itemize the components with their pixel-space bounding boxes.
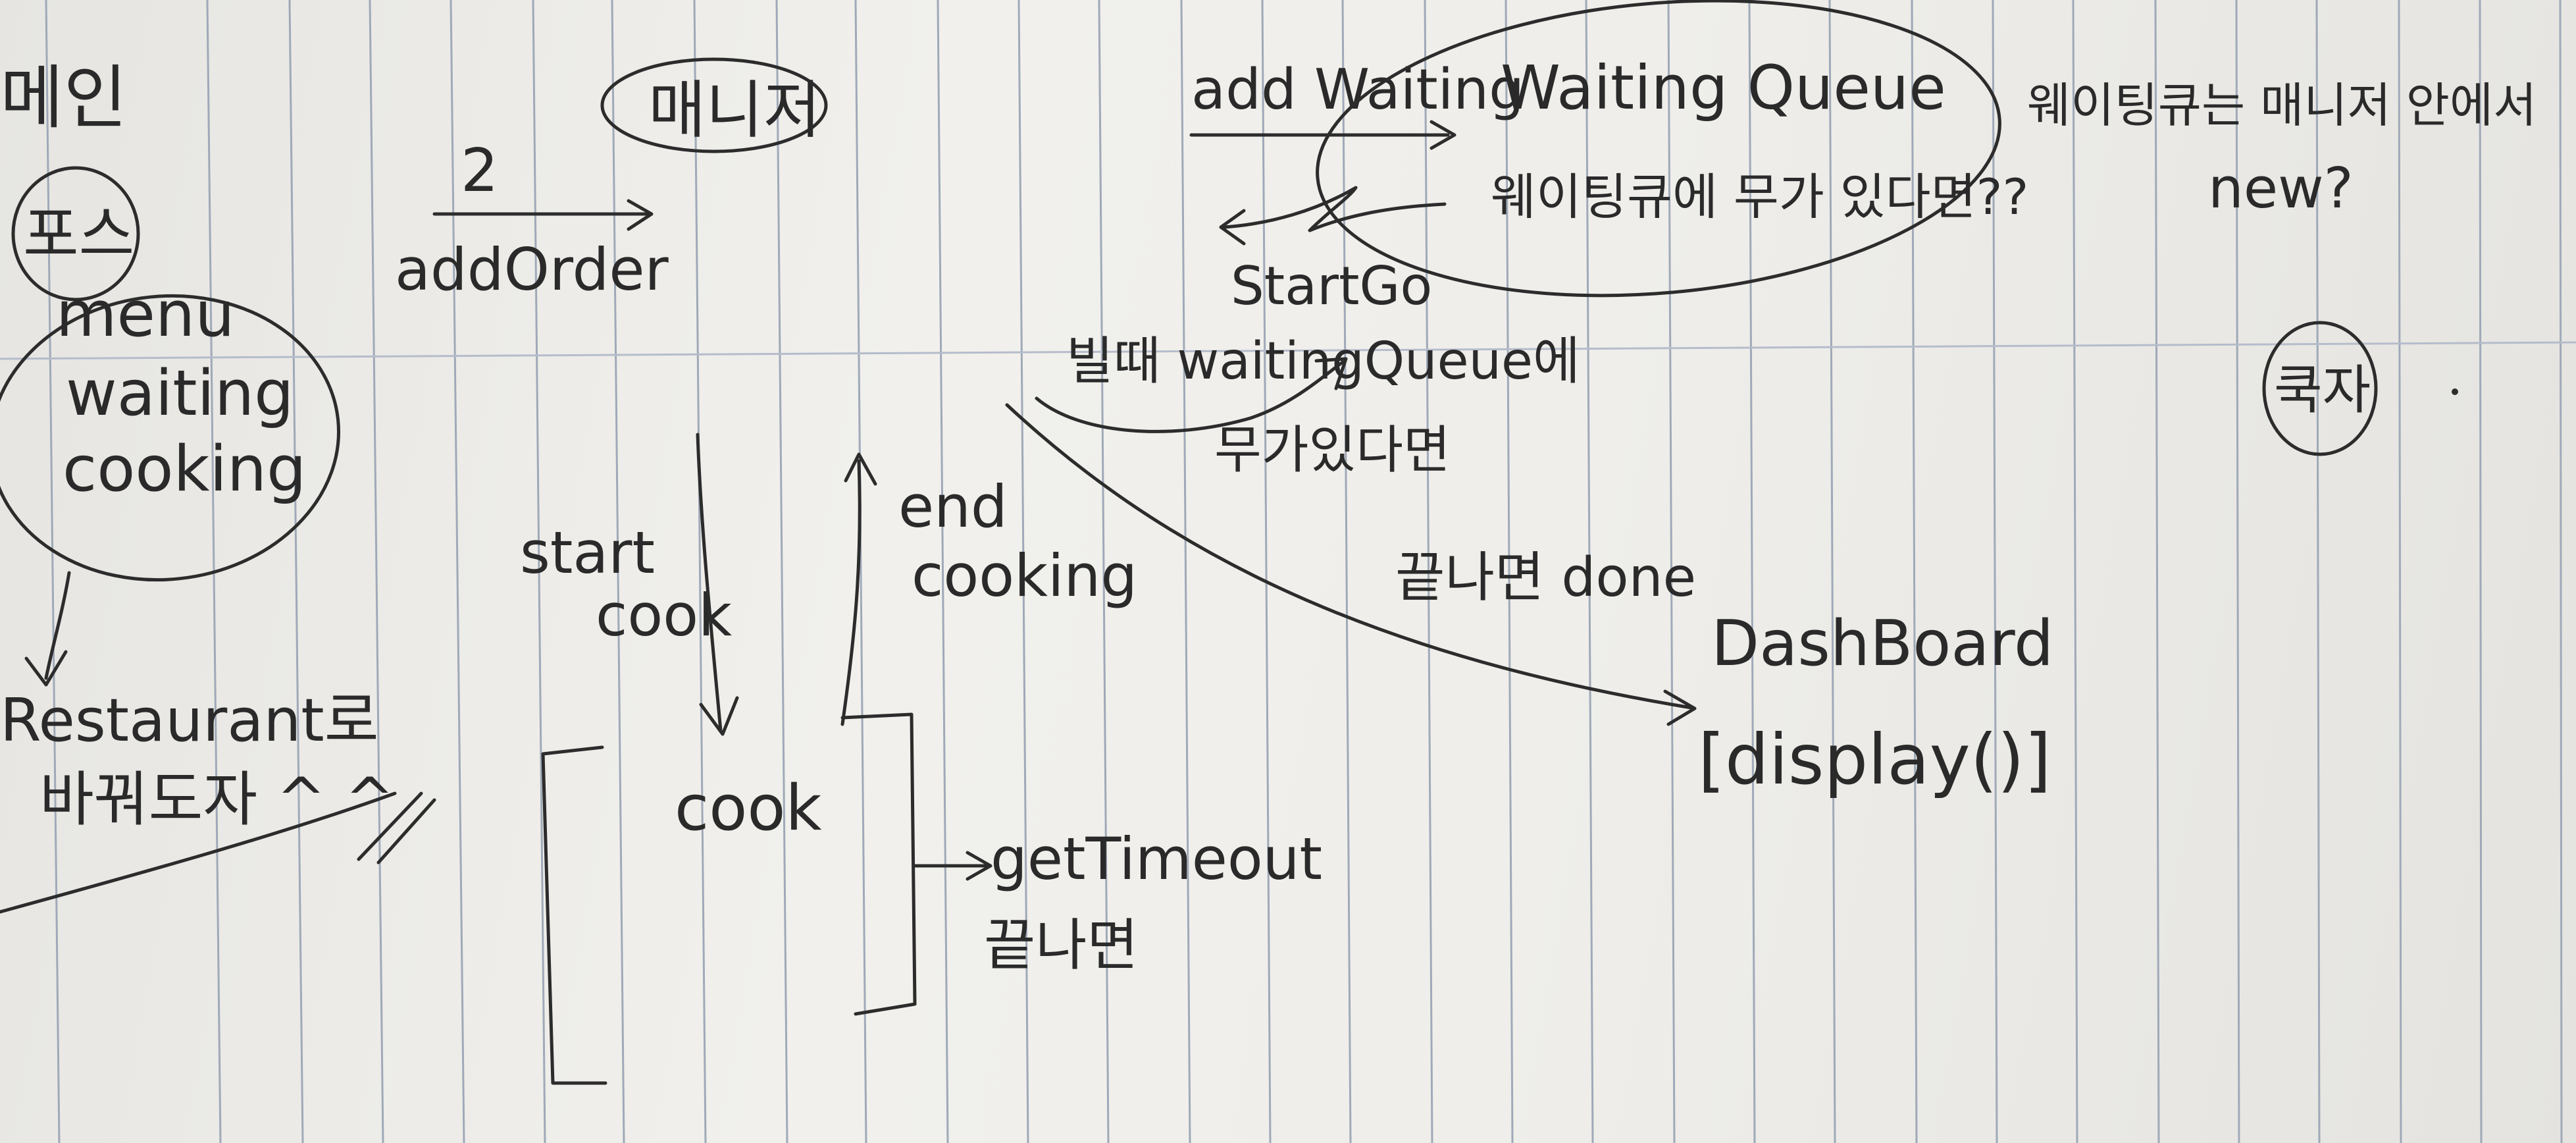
get-timeout-line2: 끝나면 xyxy=(984,913,1139,978)
ink-dot xyxy=(2452,388,2458,395)
chef-label: 쿡자 xyxy=(2274,359,2371,421)
add-waiting-label: add Waiting xyxy=(1191,57,1524,122)
waiting-queue-check-curve xyxy=(1035,357,1348,433)
add-order-marker: 2 xyxy=(461,136,498,205)
pos-to-restaurant-arrow xyxy=(24,571,71,687)
cook-bracket xyxy=(541,712,917,1085)
get-timeout-arrow xyxy=(913,851,992,881)
waiting-queue-title: Waiting Queue xyxy=(1501,53,1946,123)
restaurant-underline xyxy=(0,791,436,914)
add-waiting-arrow xyxy=(1189,120,1456,150)
waiting-queue-check-line2: 무가있다면 xyxy=(1214,421,1451,480)
end-cooking-arrow xyxy=(840,452,877,726)
get-timeout-line1: getTimeout xyxy=(991,825,1322,893)
done-arrow xyxy=(1005,403,1697,726)
main-label: 메인 xyxy=(0,58,127,138)
done-label: 끝나면 done xyxy=(1395,546,1696,609)
cook-label: cook xyxy=(675,772,822,845)
manager-label: 매니저 xyxy=(648,74,821,147)
chef-circle xyxy=(2262,321,2378,456)
restaurant-note-line1: Restaurant로 xyxy=(0,686,379,755)
pos-items-circle xyxy=(0,294,341,582)
restaurant-note-line2: 바꿔도자 ^ ^ xyxy=(39,765,394,834)
pos-label: 포스 xyxy=(23,199,134,270)
waiting-queue-circle xyxy=(1316,0,2001,298)
start-cook-arrow xyxy=(696,433,739,736)
end-cooking-line1: end xyxy=(898,473,1008,541)
pos-item-waiting: waiting xyxy=(66,358,294,430)
waiting-queue-question: 웨이팅큐에 무가 있다면?? xyxy=(1491,168,2028,226)
pos-item-cooking: cooking xyxy=(63,433,306,506)
add-order-arrow xyxy=(432,199,654,231)
pos-circle xyxy=(11,166,140,302)
add-order-label: addOrder xyxy=(395,236,669,304)
start-cook-line1: start xyxy=(520,519,655,587)
dashboard-label: DashBoard xyxy=(1711,608,2053,680)
queue-return-arrow xyxy=(1219,186,1447,246)
pos-item-menu: menu xyxy=(56,279,234,351)
display-label: [display()] xyxy=(1698,720,2051,800)
end-cooking-line2: cooking xyxy=(912,542,1137,610)
side-note-line2: new? xyxy=(2208,156,2354,221)
manager-circle xyxy=(600,57,828,153)
side-note-line1: 웨이팅큐는 매니저 안에서 xyxy=(2027,78,2537,133)
start-go-label: StartGo xyxy=(1231,255,1432,317)
